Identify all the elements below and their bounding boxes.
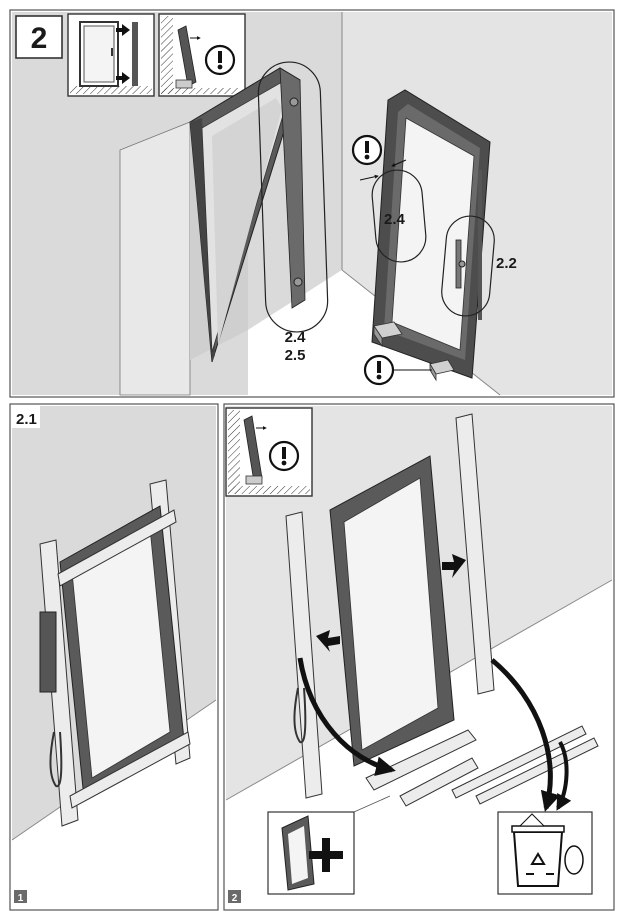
callout-label-2-4-sash: 2.4 (384, 211, 406, 228)
recycle-bin-inset (497, 811, 593, 895)
inset-frame-removal (67, 13, 155, 97)
page-number-1: 1 (18, 893, 24, 904)
support-blocks (373, 321, 455, 382)
callout-label-2-5: 2.5 (285, 347, 306, 364)
arrow-icon (116, 24, 130, 36)
discard-arrow (490, 658, 561, 812)
plus-icon (309, 838, 343, 872)
strap-loop (293, 687, 307, 744)
wood-board-left (285, 511, 323, 799)
window-glass (343, 477, 439, 751)
arrow-icon (316, 630, 340, 652)
panel-title-2-1: 2.1 (16, 411, 37, 428)
reuse-arrow (297, 657, 396, 777)
step-number: 2 (31, 22, 48, 55)
warning-icon (204, 44, 236, 76)
wood-crossbeam-bottom (69, 731, 191, 809)
recycle-bin-icon (511, 813, 584, 887)
bottom-right-panel: 2 (225, 406, 613, 904)
wood-board-right (455, 413, 495, 695)
callout-oval-handle (441, 215, 495, 317)
bottom-left-panel: 2.1 1 (11, 406, 217, 904)
inset-warning-detail-bottom (225, 407, 313, 497)
callout-label-2-2: 2.2 (496, 255, 517, 272)
callout-label-2-4: 2.4 (285, 329, 307, 346)
arrow-icon (116, 72, 130, 84)
top-panel: 2 (12, 12, 612, 396)
arrow-icon (442, 554, 466, 578)
removed-window-frame (189, 67, 306, 363)
loose-board-4 (475, 737, 599, 805)
warning-icon (363, 354, 395, 386)
wall-opening (119, 121, 191, 396)
reuse-inset (267, 811, 355, 895)
inset-warning-detail (158, 13, 246, 97)
strap-loop (49, 731, 63, 788)
wood-crossbeam-top (57, 509, 177, 587)
warning-icon (351, 134, 383, 166)
step-number-box (15, 15, 63, 59)
page-number-2: 2 (232, 893, 238, 904)
callout-oval-hinges (257, 61, 329, 333)
loose-board-2 (399, 757, 479, 807)
loose-board-3 (451, 725, 587, 799)
strapped-handle (39, 611, 57, 693)
warning-icon (268, 440, 300, 472)
discard-arrow-2 (556, 741, 572, 811)
callout-oval-hinge-side (371, 169, 427, 263)
